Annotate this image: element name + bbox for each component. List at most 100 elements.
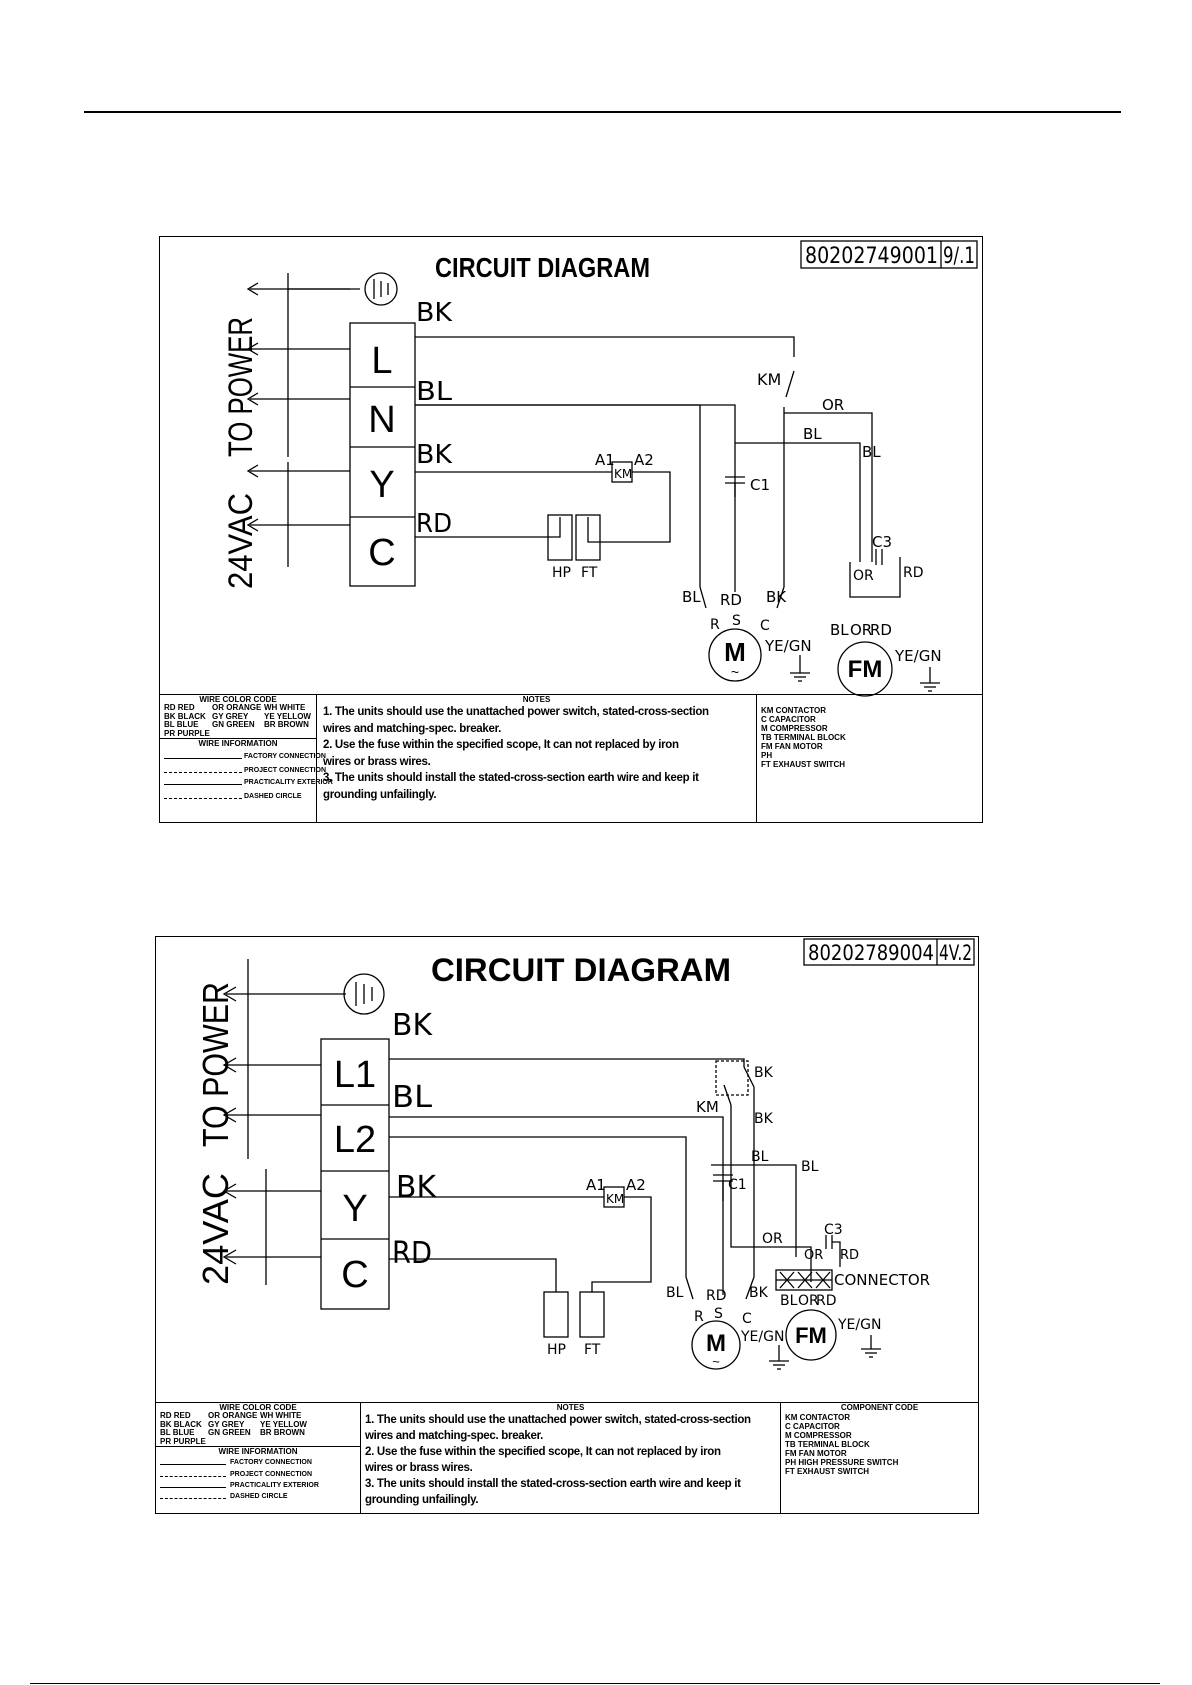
svg-text:BL: BL — [666, 1285, 684, 1301]
svg-text:OR: OR — [822, 396, 844, 414]
diagram-title: CIRCUIT DIAGRAM — [431, 952, 731, 988]
svg-text:BK: BK — [754, 1065, 774, 1081]
terminal-l1: L1 — [334, 1054, 376, 1096]
ft-switch-icon — [579, 1291, 605, 1338]
compressor-motor-icon — [691, 1320, 741, 1370]
svg-text:C1: C1 — [750, 476, 770, 494]
notes-cell: NOTES 1. The units should use the unatta… — [317, 695, 757, 822]
svg-text:BL: BL — [830, 621, 849, 639]
fan-motor-icon — [785, 1309, 837, 1361]
code-box — [800, 240, 978, 269]
svg-text:BK: BK — [749, 1285, 769, 1301]
fan-motor-icon — [837, 641, 893, 697]
wire-bk-y: BK — [416, 440, 453, 470]
terminal-c: C — [341, 1254, 368, 1296]
svg-text:C3: C3 — [824, 1222, 843, 1238]
svg-text:YE/GN: YE/GN — [837, 1317, 881, 1333]
wire-bl-l2: BL — [392, 1080, 432, 1115]
hp-switch-icon — [547, 514, 573, 561]
earth-terminal-icon — [343, 973, 385, 1015]
svg-text:R: R — [694, 1309, 704, 1325]
drawing-code: 80202789004 — [808, 941, 934, 965]
svg-text:A2: A2 — [634, 451, 654, 469]
svg-text:RD: RD — [816, 1293, 837, 1309]
version-label: 4V.2 — [939, 941, 972, 965]
svg-text:BL: BL — [682, 588, 701, 606]
wire-bk-y: BK — [396, 1170, 437, 1205]
terminal-y: Y — [342, 1188, 367, 1230]
svg-text:FT: FT — [581, 565, 598, 581]
hp-switch-icon — [543, 1291, 569, 1338]
diagram-2-drawing: CIRCUIT DIAGRAM 80202789004 4V.2 TO POWE… — [195, 938, 975, 1370]
svg-text:~: ~ — [712, 1354, 720, 1369]
wire-legend: FACTORY CONNECTION PROJECT CONNECTION PR… — [160, 748, 333, 808]
svg-text:R: R — [710, 617, 720, 633]
terminal-block — [349, 322, 416, 587]
terminal-l: L — [371, 340, 392, 382]
svg-text:OR: OR — [762, 1231, 783, 1247]
svg-text:RD: RD — [870, 621, 892, 639]
svg-text:C: C — [742, 1311, 752, 1327]
svg-text:FT: FT — [584, 1342, 601, 1358]
svg-text:OR: OR — [850, 621, 872, 639]
terminal-n: N — [368, 399, 395, 441]
wire-legend: FACTORY CONNECTION PROJECT CONNECTION PR… — [156, 1456, 360, 1506]
svg-text:M: M — [724, 637, 746, 667]
svg-text:HP: HP — [547, 1342, 566, 1358]
svg-text:RD: RD — [720, 591, 742, 609]
svg-text:YE/GN: YE/GN — [740, 1329, 784, 1345]
svg-text:YE/GN: YE/GN — [894, 647, 942, 665]
svg-text:FM: FM — [848, 656, 883, 683]
earth-terminal-icon — [364, 272, 398, 306]
svg-text:BL: BL — [801, 1159, 819, 1175]
ft-switch-icon — [575, 514, 601, 561]
version-label: 9/.1 — [943, 244, 975, 269]
svg-text:FM: FM — [795, 1323, 827, 1348]
svg-text:KM: KM — [757, 370, 781, 389]
diagram-1-drawing: CIRCUIT DIAGRAM 80202749001 9/.1 TO POWE… — [222, 240, 978, 697]
wire-bk-l: BK — [416, 298, 453, 328]
svg-text:S: S — [714, 1306, 723, 1322]
circuit-diagram-2: CIRCUIT DIAGRAM 80202789004 4V.2 TO POWE… — [155, 936, 979, 1514]
wire-rd-c: RD — [416, 509, 452, 539]
svg-text:A1: A1 — [595, 451, 615, 469]
wire-bl-n: BL — [416, 377, 453, 407]
svg-text:OR: OR — [804, 1248, 823, 1263]
component-code-cell: KM CONTACTOR C CAPACITOR M COMPRESSOR TB… — [761, 706, 846, 769]
svg-text:KM: KM — [696, 1098, 719, 1116]
wire-rd-c: RD — [392, 1236, 432, 1271]
svg-text:C1: C1 — [728, 1177, 747, 1193]
svg-text:BL: BL — [803, 425, 822, 443]
to-power-label: TO POWER — [222, 317, 260, 457]
svg-text:BL: BL — [751, 1149, 769, 1165]
diagram-title: CIRCUIT DIAGRAM — [435, 252, 650, 283]
svg-text:C3: C3 — [872, 533, 892, 551]
vac-label: 24VAC — [195, 1173, 236, 1285]
terminal-c: C — [368, 532, 395, 574]
svg-text:BK: BK — [766, 588, 787, 606]
svg-text:CONNECTOR: CONNECTOR — [834, 1271, 930, 1289]
svg-text:YE/GN: YE/GN — [764, 637, 812, 655]
km-switch-dashed — [715, 1060, 749, 1096]
component-code-cell: COMPONENT CODE KM CONTACTOR C CAPACITOR … — [785, 1403, 919, 1476]
vac-label: 24VAC — [222, 493, 260, 589]
svg-text:C: C — [760, 618, 770, 634]
wire-bk-l1: BK — [392, 1008, 433, 1043]
drawing-code: 80202749001 — [805, 244, 938, 269]
svg-text:~: ~ — [731, 664, 739, 680]
svg-text:RD: RD — [903, 565, 924, 581]
svg-text:OR: OR — [853, 568, 874, 584]
notes-cell: NOTES 1. The units should use the unatta… — [361, 1403, 781, 1513]
svg-text:BL: BL — [780, 1293, 798, 1309]
terminal-block — [320, 1038, 390, 1310]
svg-text:S: S — [732, 613, 741, 629]
svg-text:BL: BL — [862, 443, 881, 461]
terminal-l2: L2 — [334, 1119, 376, 1161]
terminal-y: Y — [369, 464, 394, 506]
page-bottom-rule — [30, 1683, 1160, 1684]
